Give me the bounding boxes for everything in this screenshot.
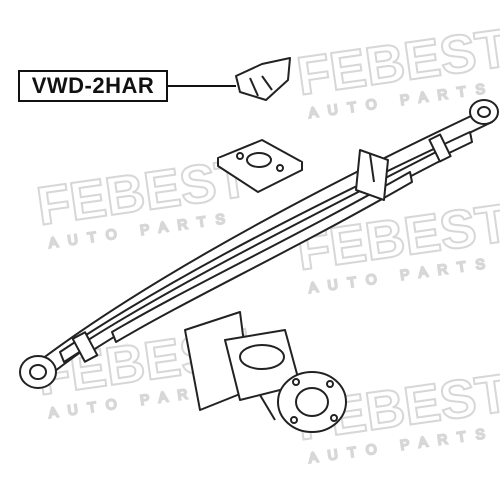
- part-number-label: VWD-2HAR: [18, 70, 168, 102]
- axle-assembly: [184, 311, 347, 433]
- spring-seat-plate: [217, 139, 303, 193]
- bump-stop-part: [235, 57, 291, 101]
- leaf-spring: [19, 99, 499, 389]
